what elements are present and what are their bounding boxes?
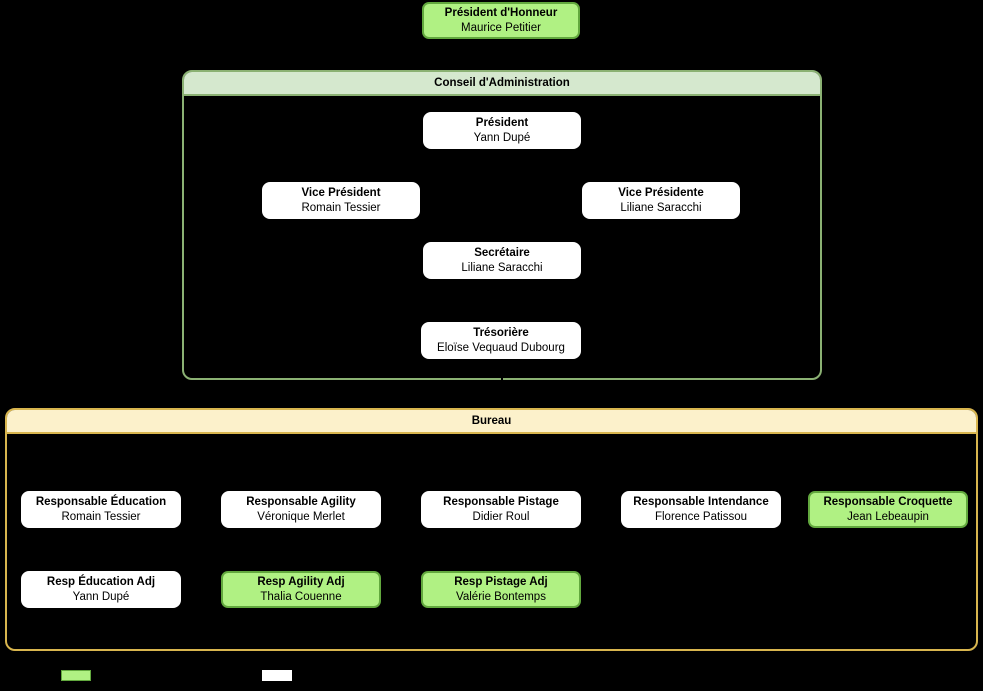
- legend-white-swatch: [262, 670, 292, 681]
- node-name: Jean Lebeaupin: [847, 510, 929, 523]
- node-resp-pistage: Responsable Pistage Didier Roul: [421, 491, 581, 528]
- node-tresoriere: Trésorière Eloïse Vequaud Dubourg: [421, 322, 581, 359]
- node-resp-education: Responsable Éducation Romain Tessier: [21, 491, 181, 528]
- connector-notch: [501, 374, 503, 384]
- node-name: Valérie Bontemps: [456, 590, 546, 603]
- bureau-header: Bureau: [7, 410, 976, 434]
- node-name: Didier Roul: [472, 510, 530, 523]
- node-name: Yann Dupé: [473, 131, 531, 144]
- node-vice-presidente: Vice Présidente Liliane Saracchi: [582, 182, 740, 219]
- bureau-container: Bureau Responsable Éducation Romain Tess…: [5, 408, 978, 651]
- node-name: Liliane Saracchi: [620, 201, 702, 214]
- node-title: Resp Éducation Adj: [46, 576, 156, 589]
- node-name: Romain Tessier: [301, 201, 381, 214]
- node-name: Véronique Merlet: [257, 510, 345, 523]
- node-name: Florence Patissou: [654, 510, 748, 523]
- node-secretaire: Secrétaire Liliane Saracchi: [423, 242, 581, 279]
- conseil-header: Conseil d'Administration: [184, 72, 820, 96]
- node-vice-president: Vice Président Romain Tessier: [262, 182, 420, 219]
- node-title: Trésorière: [473, 327, 529, 340]
- node-title: Resp Pistage Adj: [454, 576, 548, 589]
- node-name: Liliane Saracchi: [461, 261, 543, 274]
- node-title: Responsable Intendance: [633, 496, 769, 509]
- node-title: Responsable Croquette: [823, 496, 953, 509]
- legend-green-swatch: [61, 670, 91, 681]
- node-name: Thalia Couenne: [260, 590, 342, 603]
- node-title: Vice Président: [301, 187, 381, 200]
- node-name: Yann Dupé: [72, 590, 130, 603]
- node-title: Responsable Éducation: [35, 496, 167, 509]
- node-title: Responsable Pistage: [443, 496, 559, 509]
- conseil-container: Conseil d'Administration Président Yann …: [182, 70, 822, 384]
- node-resp-agility: Responsable Agility Véronique Merlet: [221, 491, 381, 528]
- node-president: Président Yann Dupé: [423, 112, 581, 149]
- node-name: Eloïse Vequaud Dubourg: [437, 341, 565, 354]
- node-resp-pistage-adj: Resp Pistage Adj Valérie Bontemps: [421, 571, 581, 608]
- node-name: Romain Tessier: [61, 510, 141, 523]
- node-name: Maurice Petitier: [461, 21, 541, 34]
- node-title: Président d'Honneur: [444, 7, 558, 20]
- node-title: Resp Agility Adj: [257, 576, 345, 589]
- node-title: Vice Présidente: [618, 187, 704, 200]
- node-title: Président: [475, 117, 529, 130]
- bureau-title: Bureau: [471, 415, 512, 427]
- node-resp-intendance: Responsable Intendance Florence Patissou: [621, 491, 781, 528]
- node-resp-agility-adj: Resp Agility Adj Thalia Couenne: [221, 571, 381, 608]
- node-title: Responsable Agility: [246, 496, 356, 509]
- conseil-title: Conseil d'Administration: [434, 77, 570, 89]
- node-resp-education-adj: Resp Éducation Adj Yann Dupé: [21, 571, 181, 608]
- node-president-honneur: Président d'Honneur Maurice Petitier: [422, 2, 580, 39]
- node-resp-croquette: Responsable Croquette Jean Lebeaupin: [808, 491, 968, 528]
- node-title: Secrétaire: [474, 247, 530, 260]
